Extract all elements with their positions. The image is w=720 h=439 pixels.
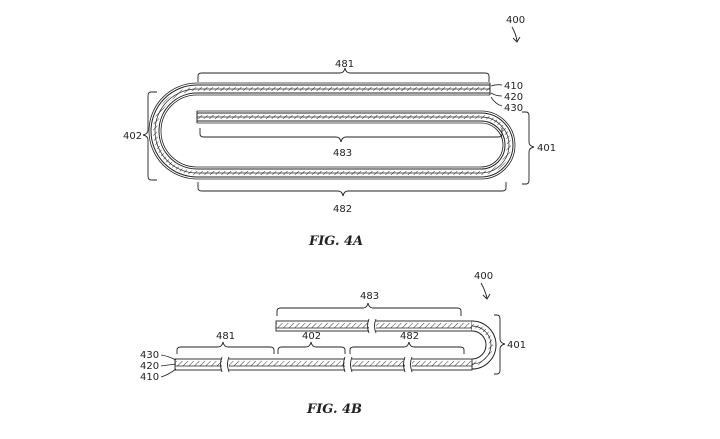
break-lower-3-left (403, 356, 406, 373)
layer-outer-line (148, 82, 516, 180)
ref-arrow-400-a (511, 26, 518, 42)
break-lower-1-left (220, 356, 223, 373)
break-upper-left (367, 318, 370, 334)
brace-402-b (277, 341, 346, 354)
lower-segment-4b (174, 358, 473, 371)
leader-420 (490, 92, 503, 97)
label-482: 482 (333, 204, 352, 215)
break-marks (220, 318, 413, 373)
label-410-b: 410 (140, 372, 159, 383)
leader-430 (490, 96, 503, 107)
break-lower-3-right (410, 356, 413, 373)
break-gap-upper (369, 319, 376, 333)
break-gap-lower-2 (345, 357, 352, 372)
break-gap-lower-3 (405, 357, 412, 372)
brace-481-b (176, 341, 275, 354)
ref-label-400-b: 400 (474, 271, 493, 282)
break-upper-right (374, 318, 377, 334)
lower-segment-hatch (175, 361, 472, 366)
ref-arrowhead-400-a (512, 36, 521, 43)
brace-483 (199, 128, 503, 143)
brace-482-b (349, 341, 465, 354)
layer-inner-line (160, 94, 504, 168)
layer-hatched (153, 87, 511, 175)
label-410: 410 (504, 81, 523, 92)
break-lower-2-right (350, 356, 353, 373)
ref-arrow-400-b (480, 282, 488, 299)
label-483: 483 (333, 148, 352, 159)
leader-420-b (160, 363, 177, 367)
leader-430-b (160, 354, 177, 361)
label-481: 481 (335, 59, 354, 70)
leader-410 (490, 84, 503, 87)
bend-line (471, 325, 492, 365)
label-401: 401 (537, 143, 556, 154)
caption-fig-4b: FIG. 4B (306, 402, 362, 417)
label-402-b: 402 (302, 331, 321, 342)
label-482-b: 482 (400, 331, 419, 342)
brace-483-b (276, 302, 462, 316)
brace-401 (522, 111, 535, 185)
label-481-b: 481 (216, 331, 235, 342)
leader-410-b (160, 368, 177, 378)
break-gap-lower-1 (222, 357, 229, 372)
label-430: 430 (504, 103, 523, 114)
figure-4a: 400 481 410 420 430 402 401 483 482 FIG.… (123, 15, 556, 249)
brace-481 (197, 67, 490, 82)
folded-stack-4a (148, 82, 516, 180)
brace-401-b (494, 314, 506, 375)
break-lower-1-right (227, 356, 230, 373)
layer-outer-outline (150, 84, 514, 178)
caption-fig-4a: FIG. 4A (308, 234, 363, 249)
label-420: 420 (504, 92, 523, 103)
ref-arrowhead-400-b (482, 293, 491, 300)
label-401-b: 401 (507, 340, 526, 351)
label-402: 402 (123, 131, 142, 142)
break-lower-2-left (343, 356, 346, 373)
label-483-b: 483 (360, 291, 379, 302)
ref-label-400-a: 400 (506, 15, 525, 26)
brace-482 (197, 182, 507, 197)
layer-center-line (154, 88, 510, 174)
label-420-b: 420 (140, 361, 159, 372)
figure-4b: 400 483 401 481 402 482 430 420 410 FIG.… (140, 271, 526, 417)
brace-402 (142, 91, 157, 181)
layer-outer-fill (151, 85, 513, 177)
label-430-b: 430 (140, 350, 159, 361)
